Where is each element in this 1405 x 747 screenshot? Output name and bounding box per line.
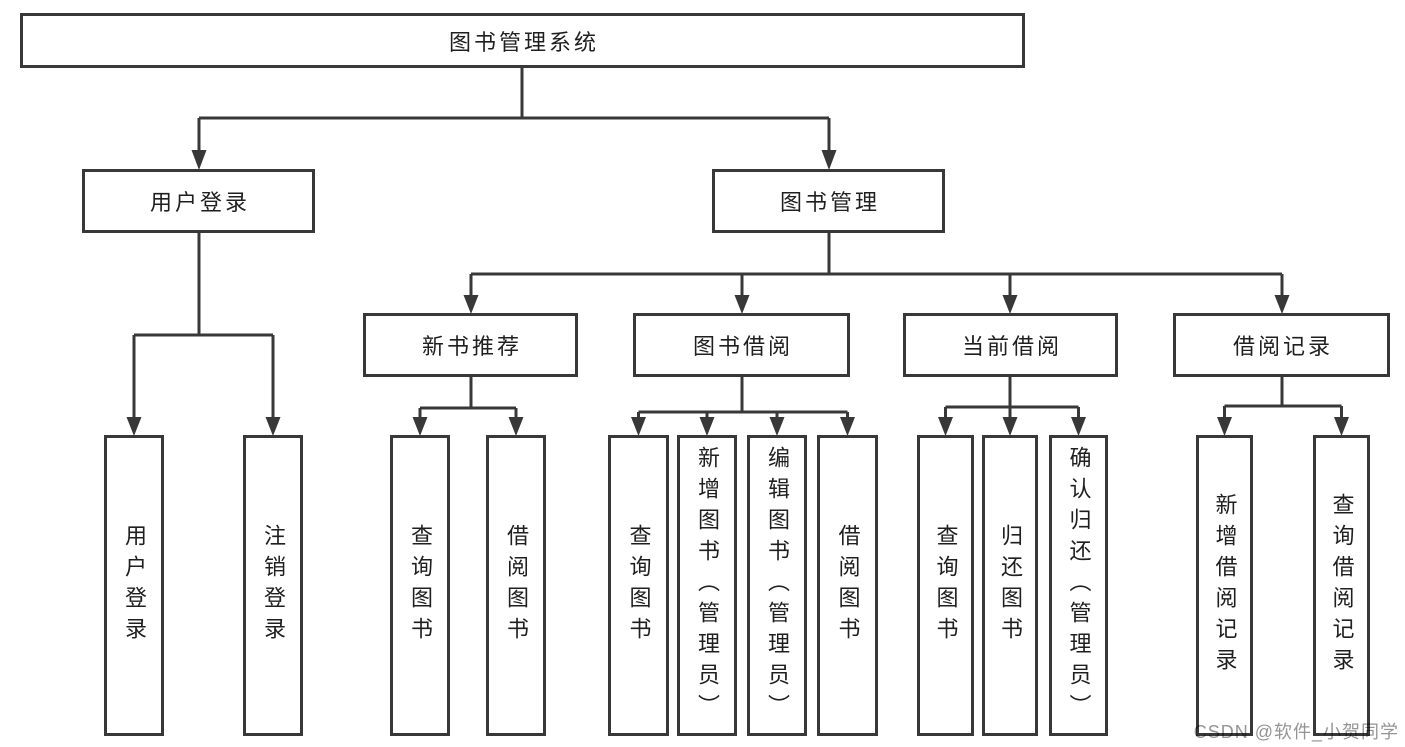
leaf-edit-books-admin-label: 编辑图书（管理员） bbox=[765, 446, 790, 725]
leaf-add-books-admin: 新增图书（管理员） bbox=[677, 435, 737, 736]
leaf-logout-label: 注销登录 bbox=[261, 523, 286, 648]
leaf-add-books-admin-label: 新增图书（管理员） bbox=[695, 446, 720, 725]
node-user-login-label: 用户登录 bbox=[149, 190, 250, 215]
leaf-recommend-query-books-label: 查询图书 bbox=[408, 523, 433, 648]
leaf-edit-books-admin: 编辑图书（管理员） bbox=[747, 435, 807, 736]
leaf-borrow-books-label: 借阅图书 bbox=[835, 523, 861, 648]
node-book-management: 图书管理 bbox=[712, 169, 945, 233]
node-book-management-label: 图书管理 bbox=[779, 190, 880, 215]
leaf-recommend-borrow-books-label: 借阅图书 bbox=[504, 523, 529, 648]
leaf-return-books: 归还图书 bbox=[982, 435, 1038, 736]
leaf-recommend-borrow-books: 借阅图书 bbox=[486, 435, 546, 736]
node-user-login: 用户登录 bbox=[82, 169, 315, 233]
node-borrow-records: 借阅记录 bbox=[1173, 313, 1390, 377]
leaf-return-books-label: 归还图书 bbox=[998, 523, 1023, 648]
leaf-confirm-return-admin-label: 确认归还（管理员） bbox=[1066, 446, 1092, 725]
leaf-user-login-label: 用户登录 bbox=[122, 523, 147, 648]
leaf-borrow-books: 借阅图书 bbox=[817, 435, 878, 736]
node-book-borrow: 图书借阅 bbox=[633, 313, 850, 377]
node-root: 图书管理系统 bbox=[20, 13, 1025, 68]
leaf-add-borrow-record: 新增借阅记录 bbox=[1196, 435, 1253, 736]
leaf-logout: 注销登录 bbox=[243, 435, 303, 736]
node-current-borrow: 当前借阅 bbox=[903, 313, 1118, 377]
leaf-query-borrow-record-label: 查询借阅记录 bbox=[1329, 492, 1355, 679]
leaf-borrow-query-books-label: 查询图书 bbox=[626, 523, 652, 648]
leaf-borrow-query-books: 查询图书 bbox=[608, 435, 669, 736]
node-root-label: 图书管理系统 bbox=[448, 29, 599, 55]
node-current-borrow-label: 当前借阅 bbox=[961, 334, 1062, 359]
node-book-borrow-label: 图书借阅 bbox=[692, 334, 793, 359]
leaf-current-query-books-label: 查询图书 bbox=[933, 523, 959, 648]
leaf-recommend-query-books: 查询图书 bbox=[390, 435, 450, 736]
node-new-book-recommend: 新书推荐 bbox=[363, 313, 578, 377]
leaf-user-login: 用户登录 bbox=[104, 435, 164, 736]
node-new-book-recommend-label: 新书推荐 bbox=[421, 334, 522, 359]
leaf-add-borrow-record-label: 新增借阅记录 bbox=[1212, 492, 1238, 679]
leaf-current-query-books: 查询图书 bbox=[917, 435, 974, 736]
leaf-confirm-return-admin: 确认归还（管理员） bbox=[1049, 435, 1108, 736]
node-borrow-records-label: 借阅记录 bbox=[1232, 334, 1333, 359]
leaf-query-borrow-record: 查询借阅记录 bbox=[1313, 435, 1370, 736]
